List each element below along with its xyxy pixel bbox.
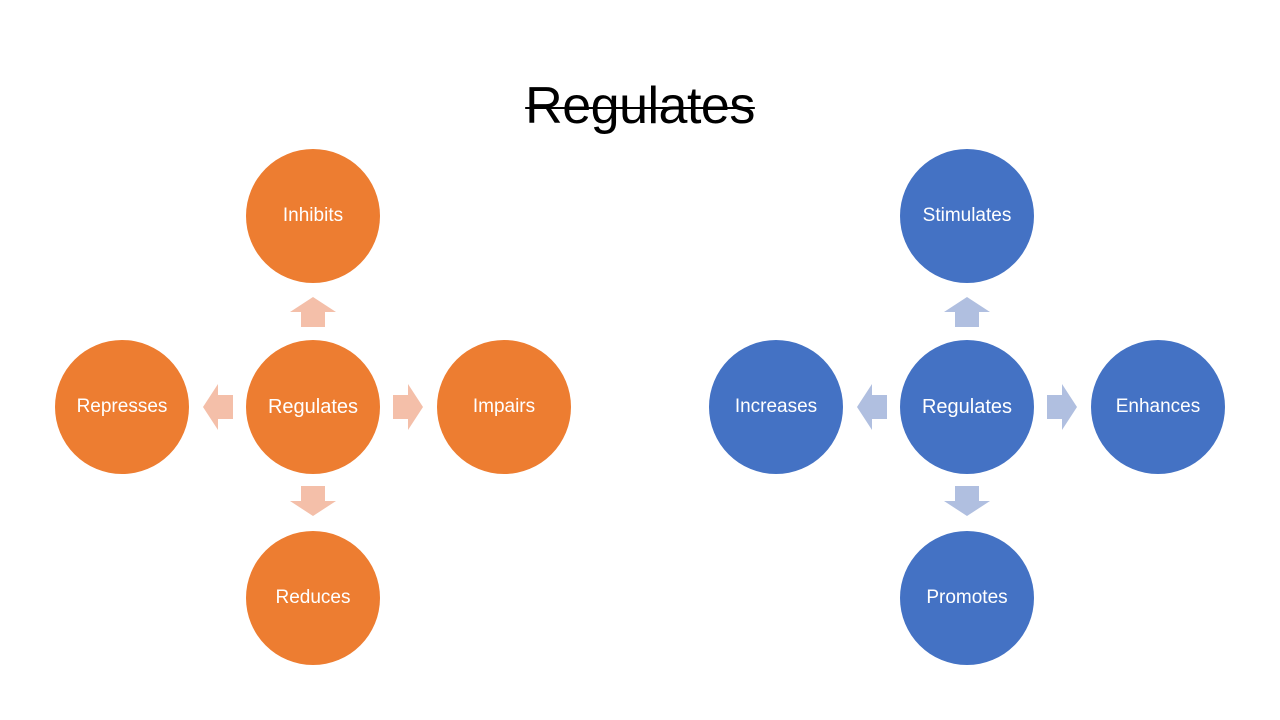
node-bottom-left-diagram: Reduces xyxy=(246,531,380,665)
center-node-right-diagram: Regulates xyxy=(900,340,1034,474)
arrow-right-icon xyxy=(393,384,423,430)
node-label: Reduces xyxy=(275,587,351,608)
node-label: Promotes xyxy=(926,587,1008,608)
node-right-left-diagram: Impairs xyxy=(437,340,571,474)
arrow-up-icon xyxy=(290,297,336,327)
arrow-down-icon xyxy=(290,486,336,516)
node-label: Stimulates xyxy=(922,205,1012,226)
arrow-down-icon xyxy=(944,486,990,516)
node-label: Impairs xyxy=(472,396,536,417)
node-right-right-diagram: Enhances xyxy=(1091,340,1225,474)
node-top-left-diagram: Inhibits xyxy=(246,149,380,283)
arrow-left-icon xyxy=(203,384,233,430)
center-node-left-diagram: Regulates xyxy=(246,340,380,474)
node-label: Enhances xyxy=(1115,396,1201,417)
node-label: Regulates xyxy=(921,395,1013,418)
node-left-left-diagram: Represses xyxy=(55,340,189,474)
node-left-right-diagram: Increases xyxy=(709,340,843,474)
arrow-left-icon xyxy=(857,384,887,430)
slide-title: Regulates xyxy=(525,77,755,135)
arrow-right-icon xyxy=(1047,384,1077,430)
node-bottom-right-diagram: Promotes xyxy=(900,531,1034,665)
node-label: Increases xyxy=(734,396,818,417)
node-label: Inhibits xyxy=(282,205,344,226)
node-label: Regulates xyxy=(267,395,359,418)
node-top-right-diagram: Stimulates xyxy=(900,149,1034,283)
arrow-up-icon xyxy=(944,297,990,327)
node-label: Represses xyxy=(76,396,168,417)
